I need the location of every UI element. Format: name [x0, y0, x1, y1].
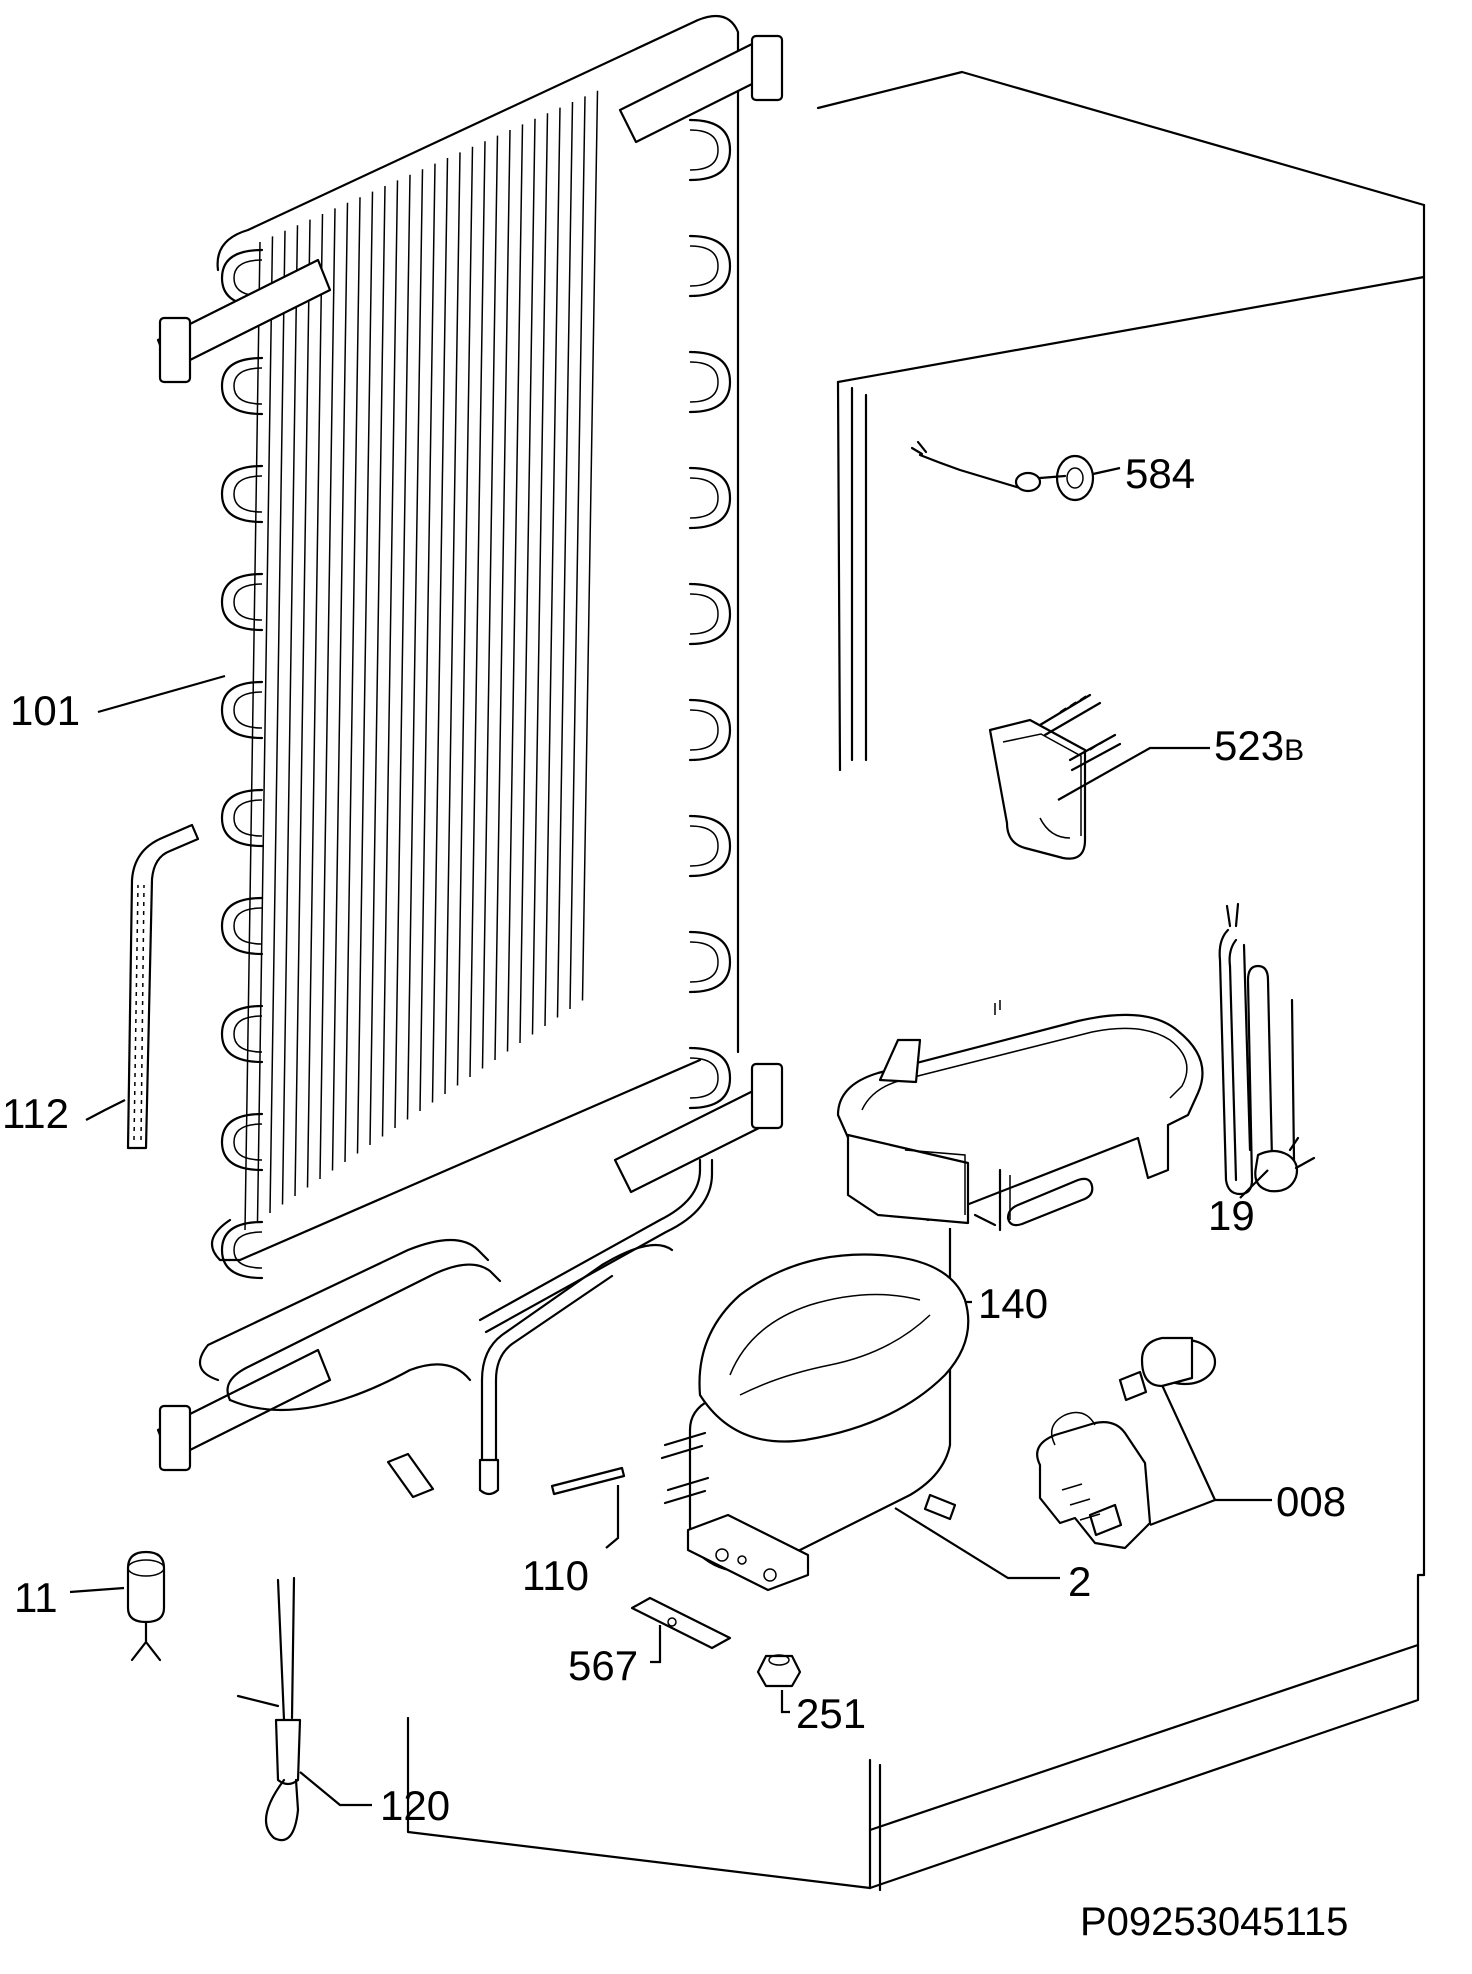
- label-part-11: 11: [14, 1574, 58, 1621]
- part-labels: 584 523B 101 112 19 140 008 2 110 11 567 251 120: [2, 450, 1346, 1829]
- part-567-plate: [630, 1596, 732, 1650]
- label-part-567: 567: [568, 1642, 638, 1689]
- label-part-101: 101: [10, 687, 80, 734]
- part-110-filter: [550, 1466, 626, 1496]
- reference-code: P09253045115: [1080, 1900, 1348, 1944]
- label-part-523b: 523B: [1214, 722, 1304, 769]
- condenser-coil: [156, 14, 784, 1472]
- label-part-584: 584: [1125, 450, 1195, 497]
- label-suffix: B: [1284, 734, 1304, 767]
- label-part-008: 008: [1276, 1478, 1346, 1525]
- part-523b-clip: [988, 693, 1122, 860]
- part-112-tube: [126, 823, 200, 1150]
- label-part-140: 140: [978, 1280, 1048, 1327]
- label-part-112: 112: [2, 1090, 69, 1137]
- label-part-110: 110: [522, 1552, 589, 1599]
- label-part-120: 120: [380, 1782, 450, 1829]
- part-584-sensor: [910, 440, 1095, 502]
- part-2-compressor: [660, 1253, 970, 1592]
- part-251-nut: [756, 1654, 802, 1688]
- part-11-drier: [126, 1550, 166, 1662]
- label-part-251: 251: [796, 1690, 866, 1737]
- label-part-19: 19: [1208, 1192, 1255, 1239]
- part-140-drip-tray: [836, 1000, 1204, 1232]
- tubing: [198, 1239, 674, 1499]
- part-19-heater: [1218, 902, 1316, 1196]
- label-part-2: 2: [1068, 1558, 1091, 1605]
- part-120-sensor: [236, 1576, 302, 1842]
- part-008-relay: [1036, 1336, 1217, 1550]
- cabinet-outline: [406, 70, 1426, 1892]
